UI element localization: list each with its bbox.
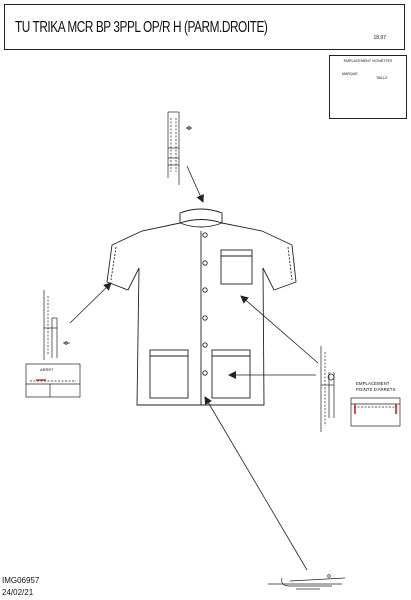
image-date: 24/02/21: [2, 588, 34, 597]
drawing-title: TU TRIKA MCR BP 3PPL OP/R H (PARM.DROITE…: [15, 19, 268, 36]
side-seam-detail: [320, 346, 335, 432]
image-id: IMG06957: [2, 576, 40, 585]
label-placement-inset: EMPLACEMENT VIGNETTES MARQUE TAILLE: [329, 55, 407, 119]
title-box: TU TRIKA MCR BP 3PPL OP/R H (PARM.DROITE…: [4, 4, 405, 50]
label-taille: TAILLE: [376, 76, 388, 80]
label-marque: MARQUE: [342, 72, 358, 76]
arret-label: ARRET: [40, 367, 54, 372]
inset-title: EMPLACEMENT VIGNETTES: [343, 59, 393, 63]
arrow-sleeve: [69, 282, 112, 324]
hem-detail: [268, 574, 346, 590]
points-label-line2: POINTS D'ARRETS: [356, 387, 396, 392]
arrow-chest-pocket: [240, 295, 319, 364]
points-label: EMPLACEMENT POINTS D'ARRETS: [356, 381, 395, 393]
garment-outline: [106, 208, 297, 406]
points-box: [350, 397, 401, 427]
arrow-hem: [204, 396, 308, 571]
version-number: 18.97: [373, 35, 386, 41]
arret-box: [25, 363, 81, 398]
collar-detail: [167, 111, 192, 185]
arrow-collar: [186, 165, 204, 203]
sleeve-detail: [43, 290, 70, 360]
points-label-line1: EMPLACEMENT: [356, 381, 390, 386]
